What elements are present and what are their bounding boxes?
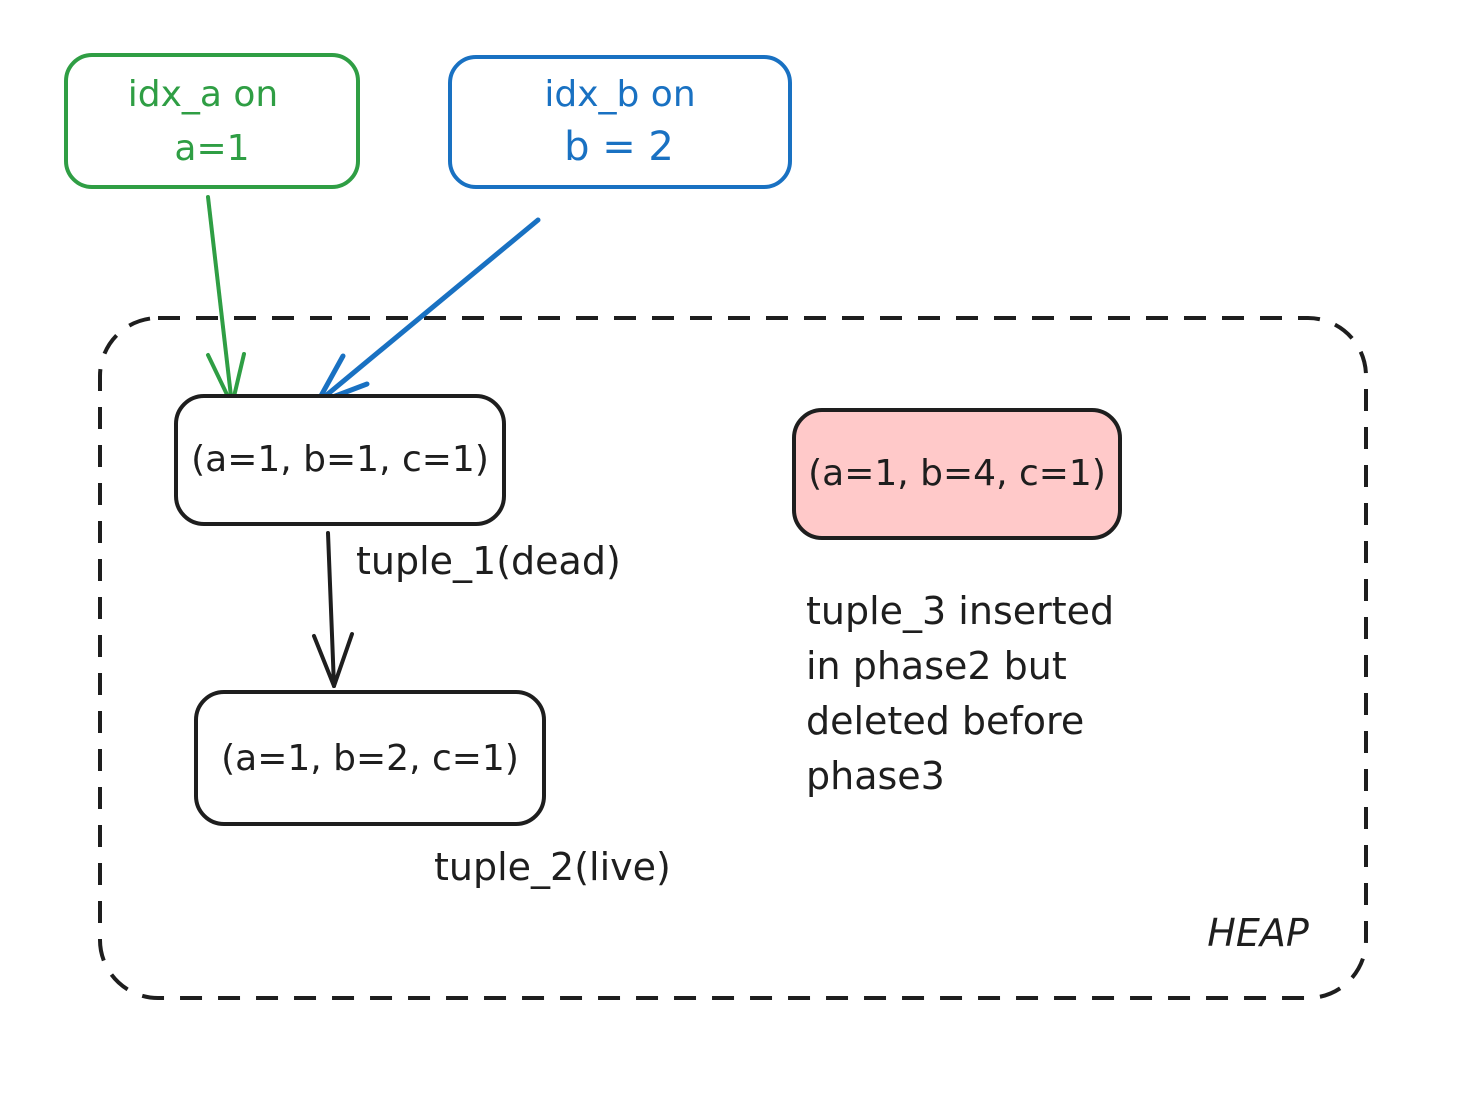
tuple-2-content: (a=1, b=2, c=1)	[221, 738, 519, 779]
tuple-3-note-line: deleted before	[806, 699, 1084, 743]
tuple-1-content: (a=1, b=1, c=1)	[191, 439, 489, 480]
heap-container	[98, 316, 1368, 1000]
idx-b-line2: b = 2	[564, 124, 674, 170]
arrow-idx-a-to-tuple-1	[206, 195, 246, 407]
tuple-3-content: (a=1, b=4, c=1)	[808, 453, 1106, 494]
tuple-2-box: (a=1, b=2, c=1)	[194, 690, 546, 826]
idx-b-line1: idx_b on	[544, 74, 695, 115]
tuple-3-note-line: in phase2 but	[806, 644, 1067, 688]
tuple-1-label: tuple_1(dead)	[356, 539, 621, 583]
tuple-3-note-line: phase3	[806, 754, 945, 798]
idx-b-box: idx_b on b = 2	[448, 55, 792, 189]
tuple-1-box: (a=1, b=1, c=1)	[174, 394, 506, 526]
arrow-idx-b-to-tuple-1	[314, 217, 541, 406]
tuple-3-box: (a=1, b=4, c=1)	[792, 408, 1122, 540]
idx-a-box: idx_a on a=1	[64, 53, 360, 189]
tuple-3-note: tuple_3 inserted in phase2 but deleted b…	[806, 589, 1114, 798]
tuple-3-note-line: tuple_3 inserted	[806, 589, 1114, 633]
tuple-2-label: tuple_2(live)	[434, 845, 671, 889]
heap-label: HEAP	[1207, 911, 1309, 955]
idx-a-line2: a=1	[174, 128, 249, 169]
idx-a-line1: idx_a on	[128, 74, 279, 115]
arrow-tuple-1-to-tuple-2	[312, 531, 354, 688]
